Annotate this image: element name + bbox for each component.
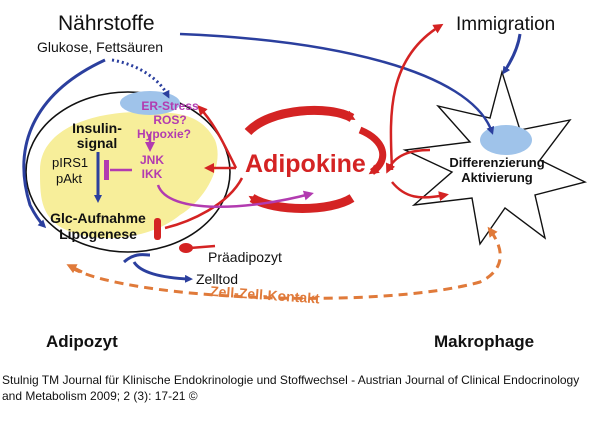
arrow-macrophage-to-adipokine [386, 148, 431, 174]
label-zell-kontakt: Zell-Zell-Kontakt [210, 283, 321, 307]
label-adipokine: Adipokine [245, 150, 366, 178]
label-lipogenese: Lipogenese [59, 226, 137, 242]
adipocyte-macrophage-diagram: Nährstoffe Glukose, Fettsäuren Immigrati… [22, 12, 588, 351]
label-pirs1: pIRS1 [52, 155, 88, 170]
adipocyte-membrane [25, 91, 231, 253]
arrow-nutrients-to-cell [22, 58, 106, 229]
arrow-zell-kontakt [71, 226, 502, 300]
figure-caption: Stulnig TM Journal für Klinische Endokri… [2, 373, 580, 403]
label-differenzierung: Differenzierung [449, 155, 544, 170]
label-makrophage: Makrophage [434, 332, 534, 351]
label-hypoxie: Hypoxie? [137, 127, 191, 141]
label-er-stress: ER-Stress [141, 99, 199, 113]
macrophage-nucleus [480, 125, 532, 155]
arrow-praeadipozyt-inhibit [189, 244, 216, 250]
arrow-to-immigration [389, 23, 444, 171]
arrow-adipokine-to-macrophage [391, 181, 449, 202]
inhibit-bar-insulin [104, 160, 109, 180]
arrow-adipokine-to-er [197, 105, 238, 169]
label-ikk: IKK [142, 167, 163, 181]
arrow-jnk-to-adipokine [156, 184, 314, 208]
label-insulin-1: Insulin- [72, 120, 122, 136]
label-adipozyt: Adipozyt [46, 332, 118, 351]
label-glc-aufnahme: Glc-Aufnahme [50, 210, 146, 226]
arrow-nutrients-to-macrophage [179, 32, 495, 135]
label-ros: ROS? [153, 113, 186, 127]
label-jnk: JNK [140, 153, 164, 167]
arrow-immigration [502, 33, 522, 75]
label-naehrstoffe: Nährstoffe [58, 12, 155, 35]
label-praeadipozyt: Präadipozyt [208, 249, 282, 265]
label-insulin-2: signal [77, 135, 117, 151]
arrow-zell-kontakt-left [66, 264, 83, 274]
arrow-adipokine-inhibit [164, 177, 244, 230]
macrophage-shape [402, 69, 588, 246]
arrow-nutrients-dotted [111, 58, 170, 99]
label-immigration: Immigration [456, 14, 555, 35]
inhibit-bar-lipogenese [154, 218, 161, 240]
adipokine-cycle-bottom [248, 194, 355, 213]
adipokine-cycle-right [358, 126, 387, 175]
label-zelltod: Zelltod [196, 271, 238, 287]
arrow-zelltod [132, 261, 193, 283]
label-aktivierung: Aktivierung [461, 170, 533, 185]
arrow-praeadipozyt [122, 253, 151, 264]
label-glukose: Glukose, Fettsäuren [37, 39, 163, 55]
adipocyte-cytoplasm [40, 112, 218, 238]
adipokine-cycle-top [244, 105, 356, 136]
label-pakt: pAkt [56, 171, 82, 186]
praeadipozyt-marker [179, 243, 193, 253]
